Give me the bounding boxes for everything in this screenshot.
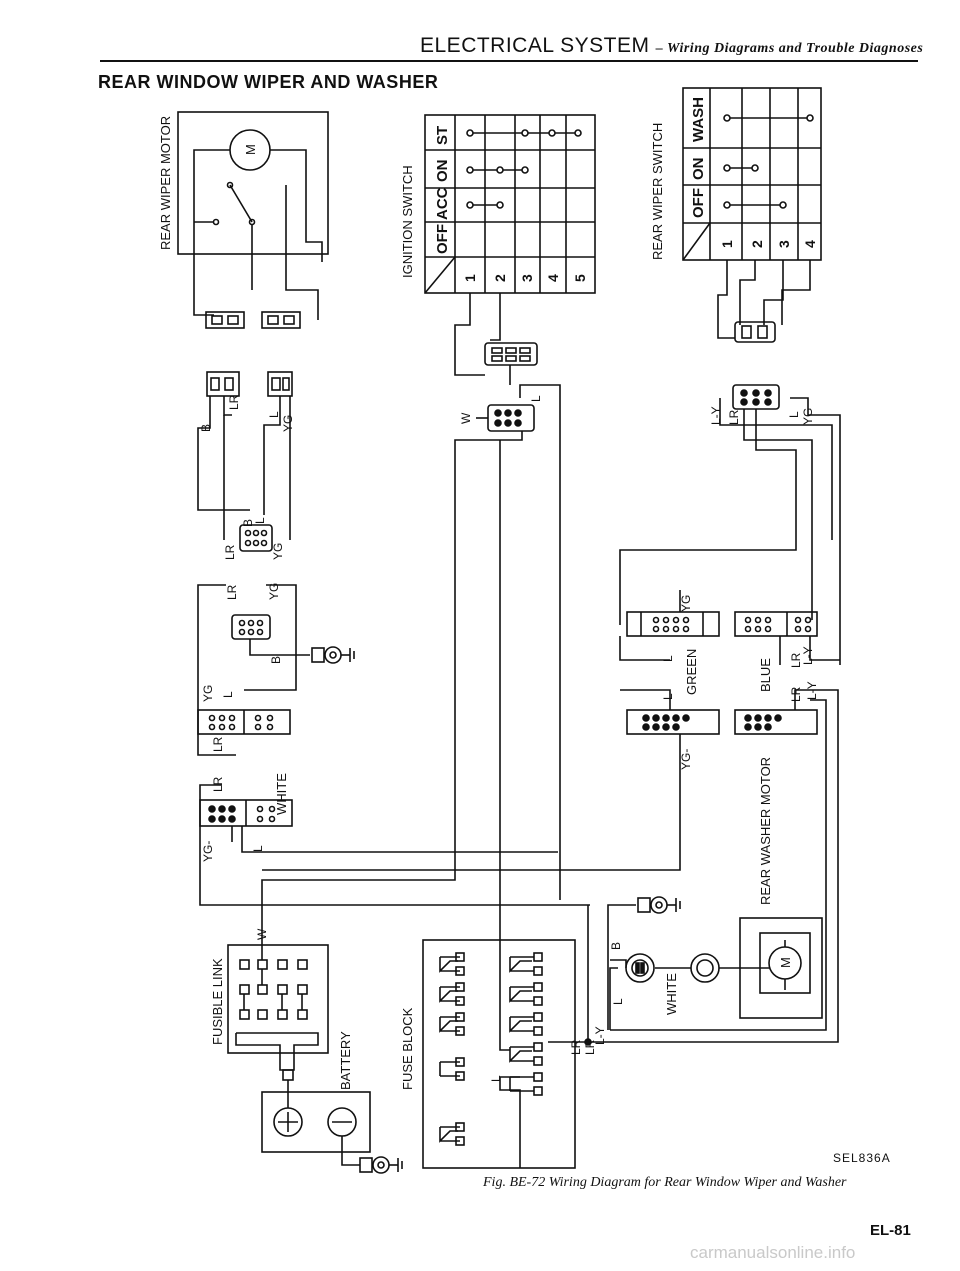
- rear-wiper-motor: [177, 111, 329, 329]
- wire-lr-3: LR: [225, 584, 239, 600]
- ign-term-3: 3: [519, 274, 535, 282]
- connector-white-left: [199, 784, 590, 906]
- wire-ly-2: L-Y: [801, 646, 815, 665]
- wire-lr-5: LR: [211, 776, 225, 792]
- wiper-switch-harness-connector: [619, 384, 841, 665]
- wire-l-2: L: [253, 517, 267, 524]
- connector-row-left-1: [197, 709, 291, 735]
- rear-wiper-switch: [682, 87, 822, 343]
- wire-lr-8: LR: [789, 686, 803, 702]
- fuse-block: [422, 440, 592, 1169]
- wire-yg-1: YG: [281, 415, 295, 432]
- label-motor-m-washer: M: [778, 957, 793, 968]
- fuse-group-left: [439, 952, 465, 1146]
- wire-lr-2: LR: [223, 544, 237, 560]
- ign-pos-on: ON: [434, 160, 451, 183]
- wire-yg-5: YG-: [201, 841, 215, 862]
- wire-b-2: B: [241, 519, 255, 527]
- wire-b-4: B: [609, 942, 623, 950]
- connector-green-top: [619, 590, 720, 661]
- ign-term-4: 4: [545, 274, 561, 282]
- wire-l-6: L: [787, 411, 801, 418]
- fusible-link: [227, 930, 329, 1081]
- wire-l-1: L: [267, 411, 281, 418]
- ign-pos-acc: ACC: [434, 187, 451, 220]
- label-fuse-block: FUSE BLOCK: [400, 1007, 415, 1090]
- wire-yg-8: YG-: [679, 749, 693, 770]
- ignition-switch: [261, 114, 596, 930]
- wire-ly-4: L-Y: [593, 1026, 607, 1045]
- label-rear-wiper-motor: REAR WIPER MOTOR: [158, 116, 173, 250]
- watermark: carmanualsonline.info: [690, 1243, 856, 1262]
- label-ignition-switch: IGNITION SWITCH: [400, 165, 415, 278]
- label-battery: BATTERY: [338, 1031, 353, 1090]
- wire-yg-4: YG: [201, 685, 215, 702]
- rear-washer-motor: [607, 896, 823, 1031]
- ign-term-2: 2: [492, 274, 508, 282]
- wire-lr-1: LR: [227, 394, 241, 410]
- wire-ly-1: L-Y: [709, 406, 723, 425]
- label-white-washer: WHITE: [664, 973, 679, 1015]
- wire-l-3: L: [221, 691, 235, 698]
- joint-connector-1: [239, 524, 273, 552]
- page-number: EL-81: [870, 1222, 911, 1239]
- wire-w-1: W: [459, 412, 473, 424]
- wire-lr-9: LR: [569, 1039, 583, 1055]
- wire-b-1: B: [199, 424, 213, 432]
- wire-lr-4: LR: [211, 736, 225, 752]
- battery: [261, 1080, 403, 1174]
- ign-term-1: 1: [462, 274, 478, 282]
- wire-b-3: B: [269, 656, 283, 664]
- figure-caption: Fig. BE-72 Wiring Diagram for Rear Windo…: [483, 1175, 847, 1190]
- wire-yg-6: YG: [801, 408, 815, 425]
- wire-ly-3: L-Y: [805, 681, 819, 700]
- wire-l-8: L: [661, 693, 675, 700]
- wire-w-2: W: [255, 928, 269, 940]
- connector-blue-bottom: [588, 689, 839, 1043]
- wire-l-5: L: [529, 395, 543, 402]
- wip-term-2: 2: [749, 240, 765, 248]
- header-subtitle: – Wiring Diagrams and Trouble Diagnoses: [655, 41, 924, 56]
- wire-l-4: L: [251, 845, 265, 852]
- wire-lr-6: LR: [727, 409, 741, 425]
- ign-term-5: 5: [572, 274, 588, 282]
- label-blue: BLUE: [758, 658, 773, 692]
- wire-yg-2: YG: [271, 543, 285, 560]
- wire-lr-10: LR: [583, 1039, 597, 1055]
- wiper-motor-harness-connectors: [197, 371, 293, 540]
- wire-l-7: L: [661, 655, 675, 662]
- wip-term-3: 3: [776, 240, 792, 248]
- label-white-left: WHITE: [274, 773, 289, 815]
- label-motor-m-wiper: M: [243, 144, 258, 155]
- wire-l-9: L: [611, 998, 625, 1005]
- wip-term-1: 1: [719, 240, 735, 248]
- label-fusible-link: FUSIBLE LINK: [210, 958, 225, 1045]
- page-title: REAR WINDOW WIPER AND WASHER: [98, 72, 439, 92]
- figure-code: SEL836A: [833, 1151, 891, 1165]
- header-rule: [100, 60, 918, 62]
- label-green: GREEN: [684, 649, 699, 695]
- page-header: ELECTRICAL SYSTEM – Wiring Diagrams and …: [420, 34, 923, 58]
- label-rear-wiper-switch-1: REAR WIPER SWITCH: [650, 123, 665, 260]
- fuse-group-right: [509, 952, 543, 1096]
- label-rear-washer-motor: REAR WASHER MOTOR: [758, 757, 773, 905]
- joint-connector-2: [197, 584, 355, 756]
- wip-pos-wash: WASH: [690, 97, 707, 142]
- connector-blue-top: [734, 611, 840, 665]
- wip-pos-off: OFF: [690, 188, 707, 218]
- wip-term-4: 4: [802, 240, 818, 248]
- ign-pos-st: ST: [434, 126, 451, 145]
- wire-l-10: L: [489, 1075, 503, 1082]
- wip-pos-on: ON: [690, 158, 707, 181]
- header-section: ELECTRICAL SYSTEM: [420, 34, 650, 57]
- wire-lr-7: LR: [789, 652, 803, 668]
- wire-yg-7: YG: [679, 595, 693, 612]
- wire-yg-3: YG: [267, 583, 281, 600]
- ign-pos-off: OFF: [434, 224, 451, 254]
- connector-green-bottom: [262, 689, 720, 871]
